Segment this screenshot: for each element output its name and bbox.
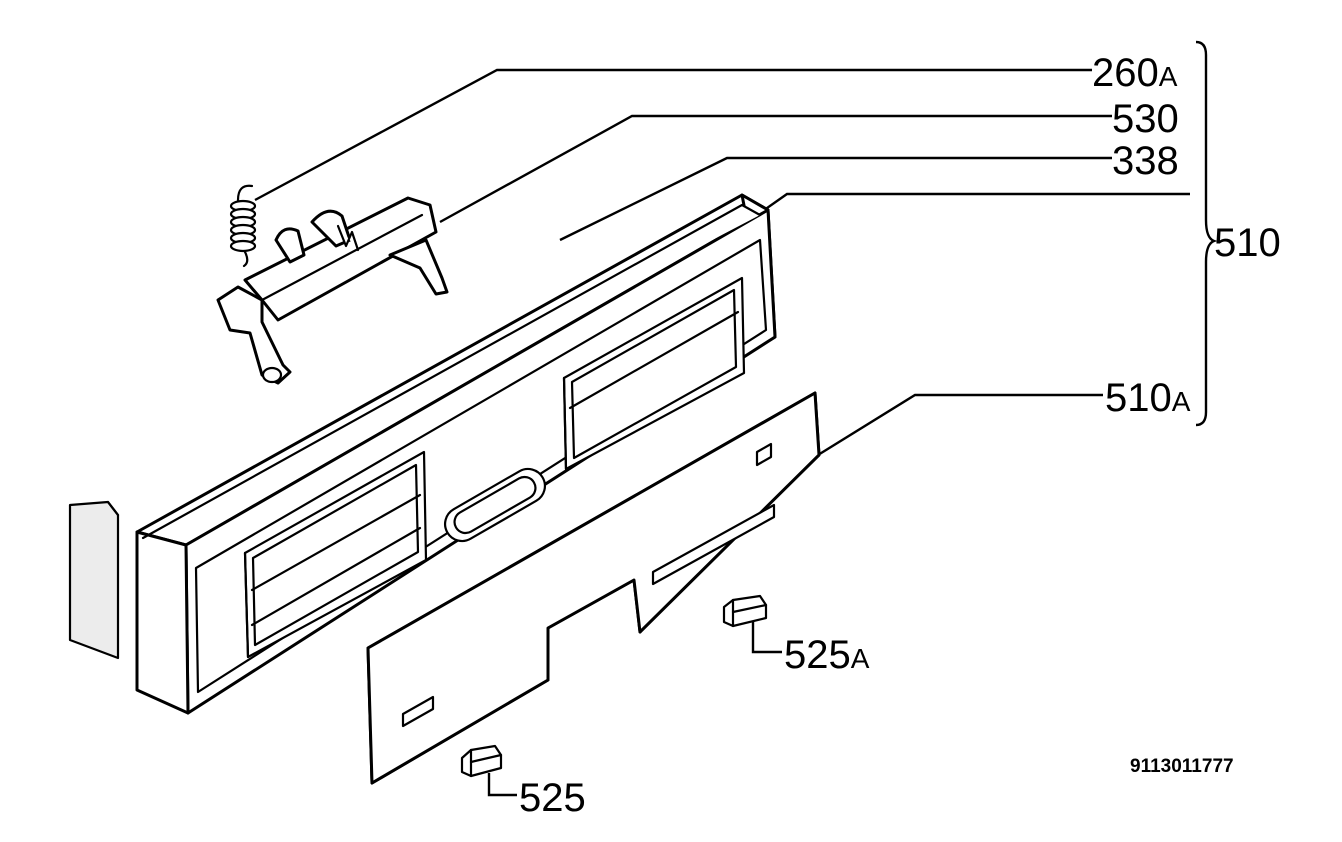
label-510: 510 <box>1214 221 1281 265</box>
spring-part <box>229 184 257 268</box>
panel-slot-left <box>401 695 435 728</box>
leader-lines <box>254 68 1190 797</box>
leader-530 <box>439 114 1112 224</box>
knob-525-part <box>460 744 503 778</box>
front-panel-part <box>366 391 821 785</box>
label-510a: 510A <box>1105 376 1191 420</box>
leader-525 <box>487 773 517 797</box>
document-number: 9113011777 <box>1130 756 1234 777</box>
control-panel-housing <box>135 193 777 715</box>
end-cap-part <box>68 500 120 660</box>
panel-slot-right <box>755 442 773 467</box>
label-525: 525 <box>519 776 586 820</box>
label-525a: 525A <box>784 633 870 677</box>
callout-labels: 260A 530 338 510 510A 525A 525 911301177… <box>519 51 1281 820</box>
leader-525a <box>751 622 782 654</box>
group-brace <box>1195 40 1218 427</box>
knob-525a-part <box>722 594 768 628</box>
handle-latch-part <box>216 196 449 385</box>
leader-260a <box>254 68 1092 202</box>
label-260a: 260A <box>1092 51 1178 95</box>
label-530: 530 <box>1112 97 1179 141</box>
leader-510-housing <box>759 192 1190 214</box>
panel-long-slot <box>651 503 776 586</box>
leader-510a <box>817 393 1103 457</box>
label-338: 338 <box>1112 139 1179 183</box>
leader-338 <box>559 156 1112 242</box>
